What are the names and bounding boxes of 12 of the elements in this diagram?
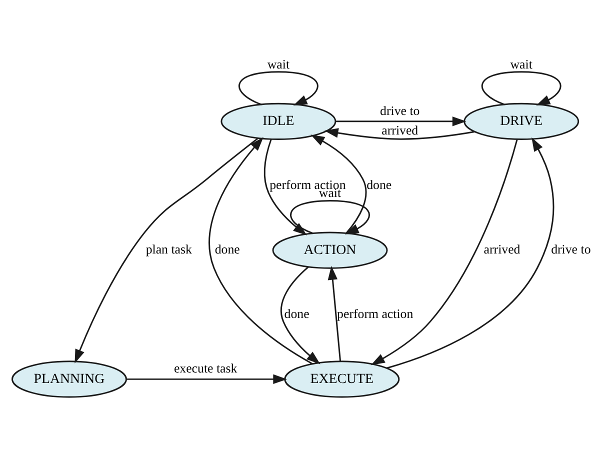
edge-label: done bbox=[366, 178, 392, 192]
edge-label: drive to bbox=[551, 242, 591, 256]
edge-label: perform action bbox=[337, 306, 414, 321]
edge-label: wait bbox=[510, 56, 532, 71]
edge-label: execute task bbox=[174, 361, 238, 376]
edge-label: drive to bbox=[380, 103, 420, 118]
edge-label: wait bbox=[267, 56, 290, 71]
edge-label: plan task bbox=[146, 242, 192, 256]
edge-label: done bbox=[284, 306, 310, 321]
edge-label: done bbox=[214, 242, 240, 256]
edge-label: arrived bbox=[382, 123, 418, 138]
edge-label: arrived bbox=[484, 242, 520, 256]
